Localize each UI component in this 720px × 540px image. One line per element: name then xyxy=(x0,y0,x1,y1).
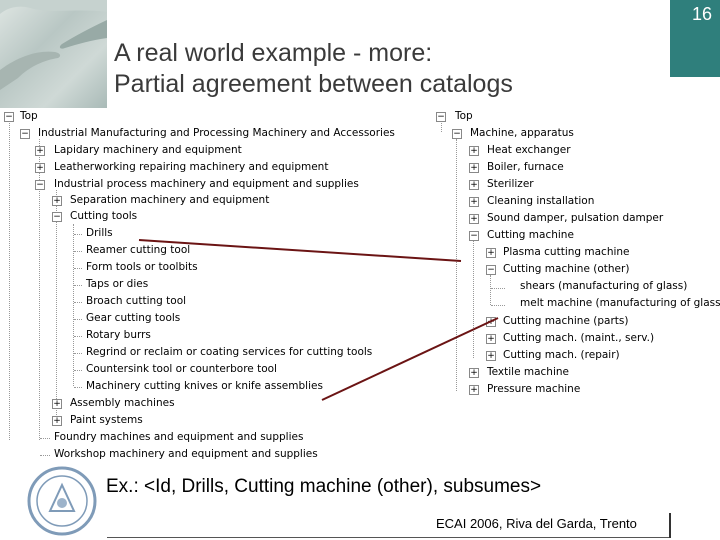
collapse-toggle-icon[interactable]: − xyxy=(452,129,462,139)
right-tree-node[interactable]: Machine, apparatus xyxy=(470,127,574,139)
right-tree-node[interactable]: Sound damper, pulsation damper xyxy=(487,212,664,224)
title-band xyxy=(107,0,670,108)
right-tree-node-cutting-machine-other[interactable]: Cutting machine (other) xyxy=(503,263,630,275)
right-tree-node[interactable]: Pressure machine xyxy=(487,383,581,395)
right-tree-node[interactable]: melt machine (manufacturing of glass) xyxy=(520,297,720,309)
collapse-toggle-icon[interactable]: − xyxy=(35,180,45,190)
right-tree-node[interactable]: Cutting machine (parts) xyxy=(503,315,629,327)
expand-toggle-icon[interactable]: + xyxy=(469,180,479,190)
collapse-toggle-icon[interactable]: − xyxy=(52,212,62,222)
mapping-line-countersink xyxy=(321,317,499,401)
right-tree-node[interactable]: Cutting mach. (repair) xyxy=(503,349,620,361)
left-tree-node[interactable]: Lapidary machinery and equipment xyxy=(54,144,242,156)
left-tree-node[interactable]: Foundry machines and equipment and suppl… xyxy=(54,431,304,443)
expand-toggle-icon[interactable]: + xyxy=(469,368,479,378)
expand-toggle-icon[interactable]: + xyxy=(35,146,45,156)
slide-title-line-2: Partial agreement between catalogs xyxy=(114,70,513,98)
left-tree-node[interactable]: Separation machinery and equipment xyxy=(70,194,270,206)
expand-toggle-icon[interactable]: + xyxy=(486,248,496,258)
right-tree-node[interactable]: Cutting mach. (maint., serv.) xyxy=(503,332,655,344)
footer-rule xyxy=(107,537,669,538)
collapse-toggle-icon[interactable]: − xyxy=(4,112,14,122)
left-tree-node[interactable]: Reamer cutting tool xyxy=(86,244,191,256)
right-tree-node[interactable]: Plasma cutting machine xyxy=(503,246,630,258)
university-seal-logo xyxy=(27,466,97,536)
left-tree-node[interactable]: Paint systems xyxy=(70,414,143,426)
collapse-toggle-icon[interactable]: − xyxy=(436,112,446,122)
footer-tick xyxy=(669,513,671,538)
left-tree-node[interactable]: Broach cutting tool xyxy=(86,295,187,307)
mapping-line-reamer xyxy=(138,239,462,262)
left-tree-node[interactable]: Workshop machinery and equipment and sup… xyxy=(54,448,318,460)
right-tree-root[interactable]: Top xyxy=(455,110,473,122)
left-tree-node[interactable]: Taps or dies xyxy=(86,278,149,290)
expand-toggle-icon[interactable]: + xyxy=(52,416,62,426)
expand-toggle-icon[interactable]: + xyxy=(35,163,45,173)
page-number: 16 xyxy=(691,4,712,24)
left-tree-node[interactable]: Regrind or reclaim or coating services f… xyxy=(86,346,373,358)
left-tree-node[interactable]: Gear cutting tools xyxy=(86,312,181,324)
expand-toggle-icon[interactable]: + xyxy=(486,334,496,344)
right-tree-node[interactable]: Cleaning installation xyxy=(487,195,595,207)
page-number-box: 16 xyxy=(670,0,720,77)
collapse-toggle-icon[interactable]: − xyxy=(20,129,30,139)
right-tree-node[interactable]: Boiler, furnace xyxy=(487,161,564,173)
left-tree-node[interactable]: Industrial Manufacturing and Processing … xyxy=(38,127,395,139)
example-mapping-text: Ex.: <Id, Drills, Cutting machine (other… xyxy=(106,476,542,497)
slide-title: A real world example - more: Partial agr… xyxy=(114,38,513,100)
right-tree-node[interactable]: Textile machine xyxy=(487,366,569,378)
expand-toggle-icon[interactable]: + xyxy=(52,399,62,409)
left-tree-node-cutting-tools[interactable]: Cutting tools xyxy=(70,210,138,222)
expand-toggle-icon[interactable]: + xyxy=(486,351,496,361)
left-tree-node-drills[interactable]: Drills xyxy=(86,227,113,239)
expand-toggle-icon[interactable]: + xyxy=(469,163,479,173)
expand-toggle-icon[interactable]: + xyxy=(52,196,62,206)
expand-toggle-icon[interactable]: + xyxy=(469,197,479,207)
expand-toggle-icon[interactable]: + xyxy=(469,214,479,224)
creation-of-adam-image xyxy=(0,0,107,108)
collapse-toggle-icon[interactable]: − xyxy=(469,231,479,241)
right-tree-node[interactable]: shears (manufacturing of glass) xyxy=(520,280,688,292)
expand-toggle-icon[interactable]: + xyxy=(469,385,479,395)
footer-conference: ECAI 2006, Riva del Garda, Trento xyxy=(436,516,637,531)
left-tree-root[interactable]: Top xyxy=(20,110,38,122)
expand-toggle-icon[interactable]: + xyxy=(469,146,479,156)
left-tree-node[interactable]: Form tools or toolbits xyxy=(86,261,198,273)
collapse-toggle-icon[interactable]: − xyxy=(486,265,496,275)
left-tree-node[interactable]: Machinery cutting knives or knife assemb… xyxy=(86,380,323,392)
right-tree-node[interactable]: Cutting machine xyxy=(487,229,574,241)
slide-title-line-1: A real world example - more: xyxy=(114,39,433,67)
left-tree-node[interactable]: Rotary burrs xyxy=(86,329,151,341)
left-tree-node[interactable]: Industrial process machinery and equipme… xyxy=(54,178,359,190)
right-tree-node[interactable]: Sterilizer xyxy=(487,178,534,190)
right-tree-node[interactable]: Heat exchanger xyxy=(487,144,571,156)
left-tree-node[interactable]: Assembly machines xyxy=(70,397,175,409)
left-tree-node[interactable]: Leatherworking repairing machinery and e… xyxy=(54,161,329,173)
left-tree-node[interactable]: Countersink tool or counterbore tool xyxy=(86,363,277,375)
